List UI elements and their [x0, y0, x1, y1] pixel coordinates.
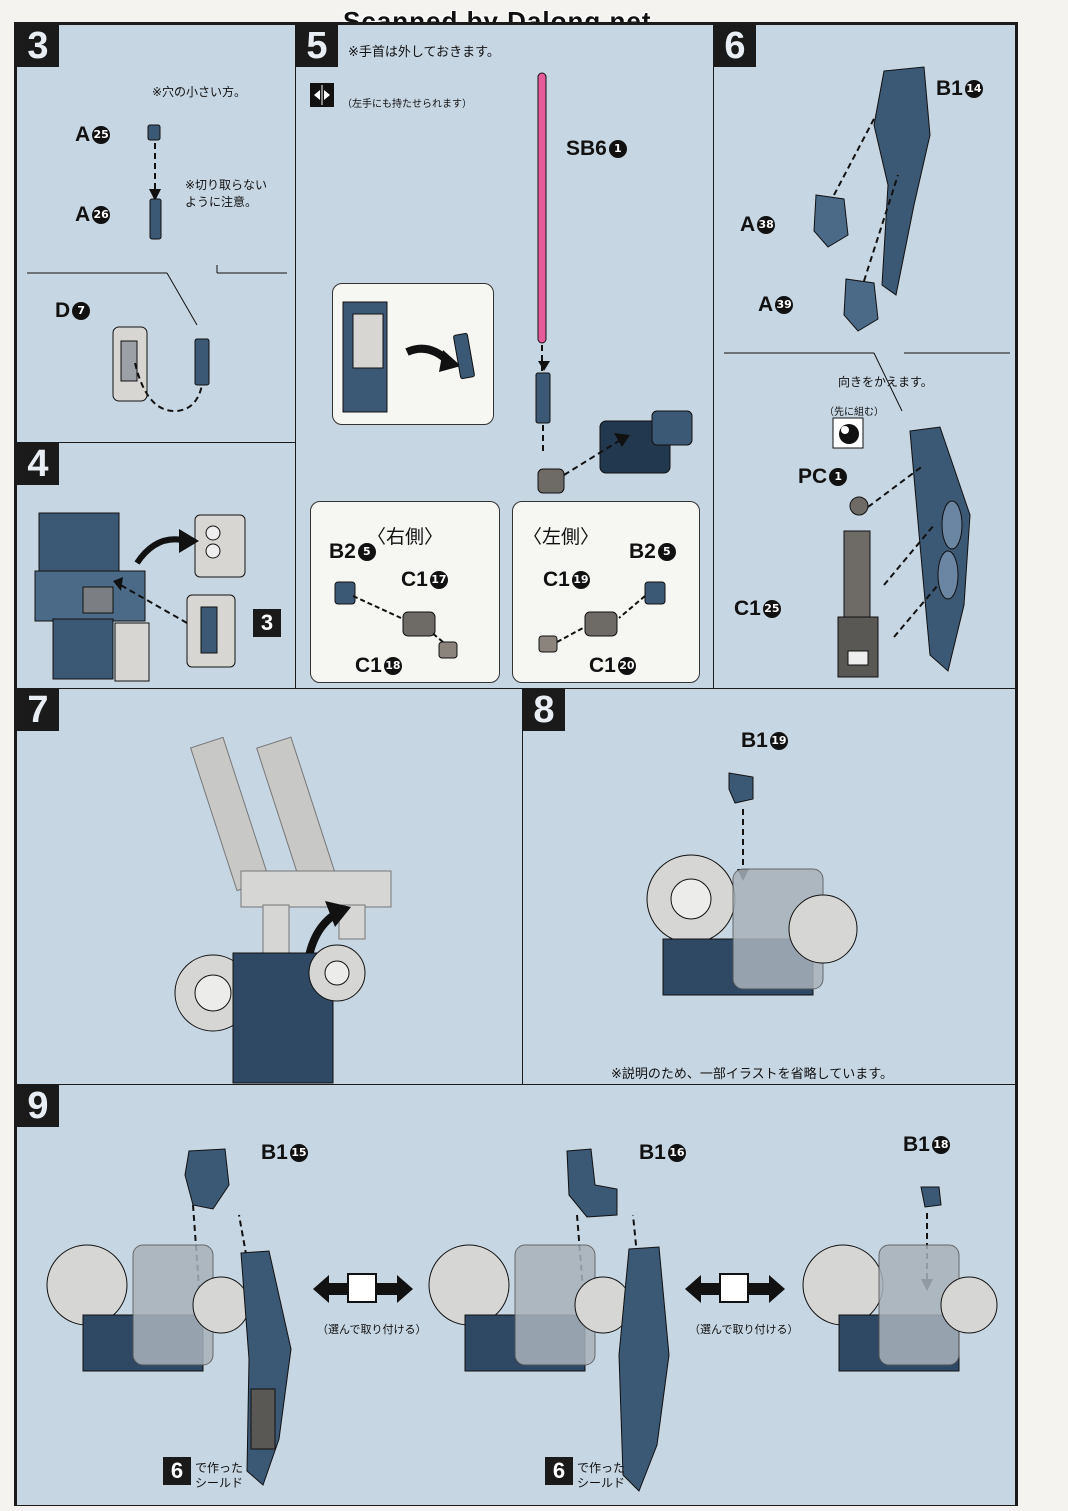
ref-text-b: で作った シールド — [577, 1461, 626, 1490]
left-hand-assembly — [538, 581, 666, 653]
cannon-unit-ghost — [190, 736, 392, 956]
step-4-arrows — [113, 529, 199, 624]
left-side-title: 〈左側〉 — [523, 526, 600, 548]
choose-label-2: （選んで取り付ける） — [689, 1323, 799, 1336]
mirror-icon — [310, 83, 334, 107]
step-7-panel: 7 — [16, 688, 524, 1086]
choose-label-1: （選んで取り付ける） — [317, 1323, 427, 1336]
part-a38 — [813, 194, 849, 248]
choose-icon-1 — [347, 1273, 377, 1303]
robot-back-illustration — [174, 944, 366, 1084]
hand-part — [537, 468, 565, 494]
inset-arm — [342, 301, 475, 413]
polycap-icon — [832, 417, 864, 449]
robot-backpack-illustration — [646, 854, 858, 996]
note-hole: ※穴の小さい方。 — [152, 85, 247, 99]
part-b118 — [920, 1186, 942, 1208]
part-b116 — [566, 1148, 618, 1218]
grip-part-d7 — [112, 326, 210, 413]
step-9-number: 9 — [17, 1085, 59, 1127]
ref-text-a: で作った シールド — [195, 1461, 244, 1490]
step-7-number: 7 — [17, 689, 59, 731]
step-3-divider-lines — [27, 265, 287, 326]
ref-badge-6-a: 6 — [163, 1457, 191, 1485]
step-6-arrows-top — [833, 114, 899, 282]
shield-b114 — [873, 66, 931, 296]
note-omitted: ※説明のため、一部イラストを省略しています。 — [611, 1067, 893, 1082]
part-b119 — [728, 772, 754, 804]
step-5-number: 5 — [296, 25, 338, 67]
step-8-number: 8 — [523, 689, 565, 731]
robot-hip-illustration — [34, 512, 150, 682]
note-left-hand: （左手にも持たせられます） — [342, 99, 472, 110]
option-1-robot — [46, 1244, 250, 1372]
right-side-title: 〈右側〉 — [367, 526, 444, 548]
option-1-shield — [240, 1250, 292, 1486]
choose-icon-2 — [719, 1273, 749, 1303]
arrow-a25-to-a26 — [149, 143, 161, 201]
inset-wrist-removal — [332, 283, 494, 425]
step-6-divider — [724, 352, 1010, 412]
ref-badge-6-b: 6 — [545, 1457, 573, 1485]
hand-to-arm-arrow — [563, 433, 630, 476]
peg-a25 — [147, 124, 161, 141]
step-ref-badge-3: 3 — [253, 609, 281, 637]
step-6-arrows-bottom — [867, 464, 939, 638]
step-6-number: 6 — [714, 25, 756, 67]
note-cut: ※切り取らない ように注意。 — [185, 178, 268, 209]
step-4-panel: 4 3 — [16, 442, 297, 690]
right-hand-assembly — [334, 581, 458, 659]
option-2-shield — [618, 1246, 670, 1492]
note-turn: 向きをかえます。 — [838, 375, 933, 389]
note-first: （先に組む） — [824, 407, 884, 418]
shield-b114-back — [909, 426, 971, 672]
skirt-part-top — [194, 514, 246, 578]
part-a39 — [843, 278, 879, 332]
option-3-robot — [802, 1244, 998, 1372]
note-remove-wrist: ※手首は外しておきます。 — [348, 45, 500, 60]
step-4-number: 4 — [17, 443, 59, 485]
skirt-part-bottom — [186, 594, 236, 668]
beam-saber-blade — [537, 72, 547, 403]
part-b115 — [184, 1148, 230, 1210]
peg-a26 — [149, 198, 162, 240]
saber-hilt — [535, 361, 551, 453]
option-2-robot — [428, 1244, 632, 1372]
shield-back-frame — [837, 530, 879, 678]
step-3-number: 3 — [17, 25, 59, 67]
